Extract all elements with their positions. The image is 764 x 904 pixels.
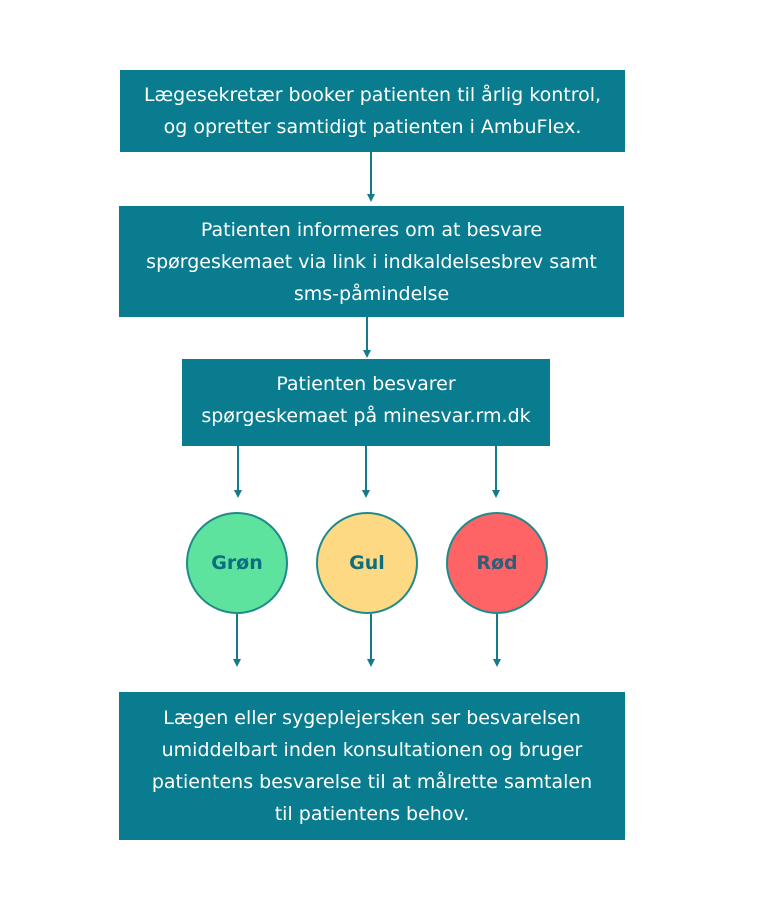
step-review-line: patientens besvarelse til at målrette sa…: [151, 771, 593, 793]
status-yellow-circle: Gul: [316, 512, 418, 614]
status-red-label: Rød: [476, 552, 518, 574]
step-review-line: Lægen eller sygeplejersken ser besvarels…: [163, 707, 581, 729]
step-answer-line: Patienten besvarer: [276, 372, 456, 395]
step-review-box: Lægen eller sygeplejersken ser besvarels…: [119, 692, 625, 840]
status-red-circle: Rød: [446, 512, 548, 614]
status-yellow-label: Gul: [349, 552, 385, 574]
step-answer-line: spørgeskemaet på minesvar.rm.dk: [201, 404, 531, 427]
step-review-line: umiddelbart inden konsultationen og brug…: [161, 739, 583, 761]
status-green-label: Grøn: [211, 552, 263, 574]
step-booking-box: Lægesekretær booker patienten til årlig …: [120, 70, 625, 152]
step-inform-box: Patienten informeres om at besvare spørg…: [119, 206, 624, 317]
step-inform-line: Patienten informeres om at besvare: [200, 218, 543, 241]
step-answer-box: Patienten besvarer spørgeskemaet på mine…: [182, 359, 550, 446]
status-green-circle: Grøn: [186, 512, 288, 614]
step-booking-line: Lægesekretær booker patienten til årlig …: [143, 84, 602, 106]
step-booking-line: og opretter samtidigt patienten i AmbuFl…: [163, 116, 582, 138]
step-review-line: til patientens behov.: [274, 803, 470, 825]
step-inform-line: spørgeskemaet via link i indkaldelsesbre…: [146, 250, 597, 273]
step-inform-line: sms-påmindelse: [293, 282, 450, 305]
